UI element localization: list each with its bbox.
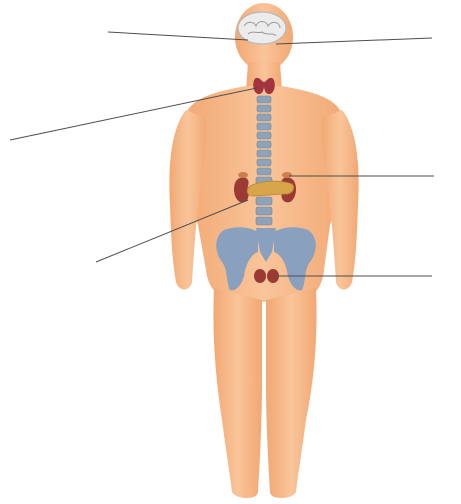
brain-icon xyxy=(238,12,286,44)
leader-line-brain-right xyxy=(276,38,432,44)
leader-line-brain-left xyxy=(108,32,248,40)
